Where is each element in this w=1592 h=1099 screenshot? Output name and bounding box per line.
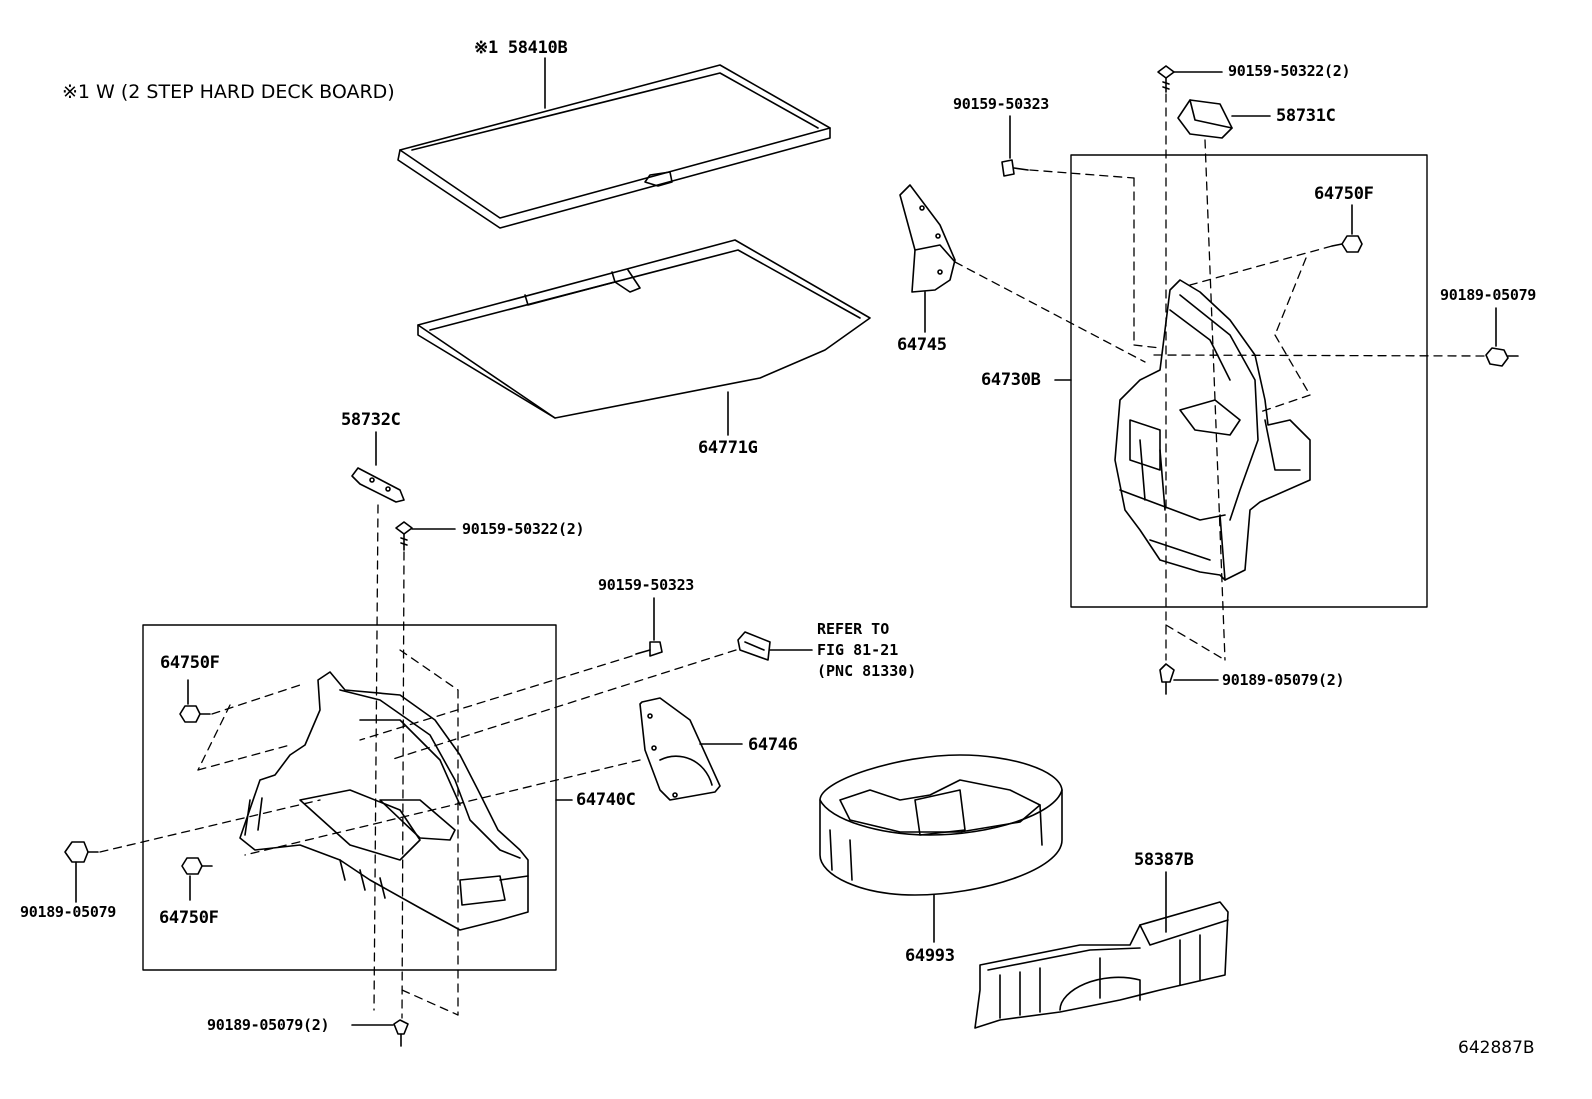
- screw-90159-50322-top[interactable]: [1157, 65, 1175, 93]
- screw-90159-50323-mid[interactable]: [635, 641, 663, 657]
- clip-90189-05079-right[interactable]: [1485, 347, 1519, 367]
- label-64750f-top-left: 64750F: [160, 653, 220, 673]
- screw-90159-50323-top[interactable]: [1001, 159, 1029, 177]
- label-90159-50323-mid: 90159-50323: [598, 576, 695, 594]
- label-90189-05079-bottom-right: 90189-05079(2): [1222, 671, 1345, 689]
- label-64771g: 64771G: [698, 438, 758, 458]
- label-58732c: 58732C: [341, 410, 401, 430]
- panel-64746[interactable]: [639, 697, 721, 801]
- dashed-guides-left: [99, 504, 737, 1019]
- tray-64993[interactable]: [819, 754, 1063, 896]
- quarter-trim-64740c[interactable]: [239, 671, 529, 931]
- clip-64750f-right[interactable]: [1331, 235, 1363, 253]
- clip-90189-05079-bottom-right[interactable]: [1159, 663, 1175, 695]
- label-64750f-right: 64750F: [1314, 184, 1374, 204]
- cap-58731c[interactable]: [1177, 99, 1233, 139]
- refer-line3: (PNC 81330): [817, 662, 917, 680]
- clip-90189-05079-bottom[interactable]: [393, 1019, 409, 1047]
- dashed-guides-right: [954, 93, 1485, 661]
- note-deck-board: ※1 W (2 STEP HARD DECK BOARD): [62, 81, 395, 103]
- callout-box-64730b: [1070, 154, 1428, 608]
- label-64746: 64746: [748, 735, 798, 755]
- label-90159-50322-left: 90159-50322(2): [462, 520, 585, 538]
- diagram-id: 642887B: [1458, 1038, 1535, 1058]
- callout-box-64740c: [142, 624, 557, 971]
- label-64745: 64745: [897, 335, 947, 355]
- refer-line1: REFER TO: [817, 620, 890, 638]
- refer-note: REFER TO FIG 81-21 (PNC 81330): [817, 619, 916, 682]
- label-64730b: 64730B: [981, 370, 1041, 390]
- label-64740c: 64740C: [576, 790, 636, 810]
- label-90189-05079-left: 90189-05079: [20, 903, 117, 921]
- label-58731c: 58731C: [1276, 106, 1336, 126]
- scuff-plate-58387b[interactable]: [974, 901, 1229, 1029]
- deck-board-58410b[interactable]: [397, 64, 831, 229]
- label-64993: 64993: [905, 946, 955, 966]
- label-90189-05079-right: 90189-05079: [1440, 286, 1537, 304]
- clip-64750f-bot-left[interactable]: [181, 857, 213, 875]
- label-58410b: ※1 58410B: [474, 38, 568, 58]
- connector-refer-81330[interactable]: [737, 631, 771, 661]
- cover-64745[interactable]: [899, 184, 956, 293]
- screw-90159-50322-left[interactable]: [395, 521, 413, 551]
- label-90189-05079-bottom: 90189-05079(2): [207, 1016, 330, 1034]
- label-90159-50323-top: 90159-50323: [953, 95, 1050, 113]
- label-58387b: 58387B: [1134, 850, 1194, 870]
- deck-mat-64771g[interactable]: [417, 239, 871, 419]
- refer-line2: FIG 81-21: [817, 641, 899, 659]
- clip-90189-05079-left[interactable]: [64, 841, 99, 863]
- clip-64750f-top-left[interactable]: [179, 705, 211, 723]
- label-64750f-bot-left: 64750F: [159, 908, 219, 928]
- clip-58732c[interactable]: [351, 467, 405, 503]
- label-90159-50322-top: 90159-50322(2): [1228, 62, 1351, 80]
